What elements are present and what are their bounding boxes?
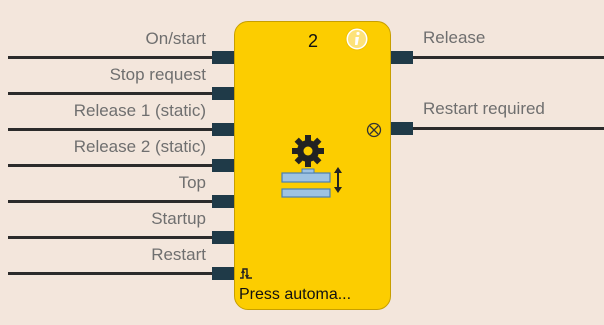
input-wire-top[interactable]	[8, 200, 213, 203]
output-pin-release[interactable]	[391, 51, 413, 64]
output-wire-restart-required[interactable]	[412, 127, 604, 130]
block-number: 2	[307, 31, 318, 51]
input-wire-on-start[interactable]	[8, 56, 213, 59]
input-pin-release-2[interactable]	[212, 159, 234, 172]
input-label-restart: Restart	[151, 245, 206, 264]
input-label-release-2: Release 2 (static)	[73, 137, 206, 156]
input-wire-release-1[interactable]	[8, 128, 213, 131]
input-label-stop-request: Stop request	[109, 65, 206, 84]
block-caption: Press automa...	[239, 286, 352, 303]
input-wire-release-2[interactable]	[8, 164, 213, 167]
output-label-restart-required: Restart required	[423, 99, 545, 118]
input-label-top: Top	[178, 173, 206, 192]
input-pin-startup[interactable]	[212, 231, 234, 244]
input-wire-restart[interactable]	[8, 272, 213, 275]
restart-required-marker-icon	[366, 122, 382, 138]
input-pin-stop-request[interactable]	[212, 87, 234, 100]
output-pin-restart-required[interactable]	[391, 122, 413, 135]
gear-press-icon	[281, 135, 342, 198]
input-label-on-start: On/start	[145, 29, 206, 48]
info-icon[interactable]	[345, 27, 369, 51]
input-pin-release-1[interactable]	[212, 123, 234, 136]
input-label-startup: Startup	[151, 209, 206, 228]
function-block[interactable]	[234, 21, 391, 310]
input-pin-top[interactable]	[212, 195, 234, 208]
input-pin-restart[interactable]	[212, 267, 234, 280]
output-wire-release[interactable]	[412, 56, 604, 59]
edge-trigger-icon	[240, 268, 252, 279]
input-label-release-1: Release 1 (static)	[73, 101, 206, 120]
input-pin-on-start[interactable]	[212, 51, 234, 64]
output-label-release: Release	[423, 28, 486, 47]
input-wire-startup[interactable]	[8, 236, 213, 239]
input-wire-stop-request[interactable]	[8, 92, 213, 95]
